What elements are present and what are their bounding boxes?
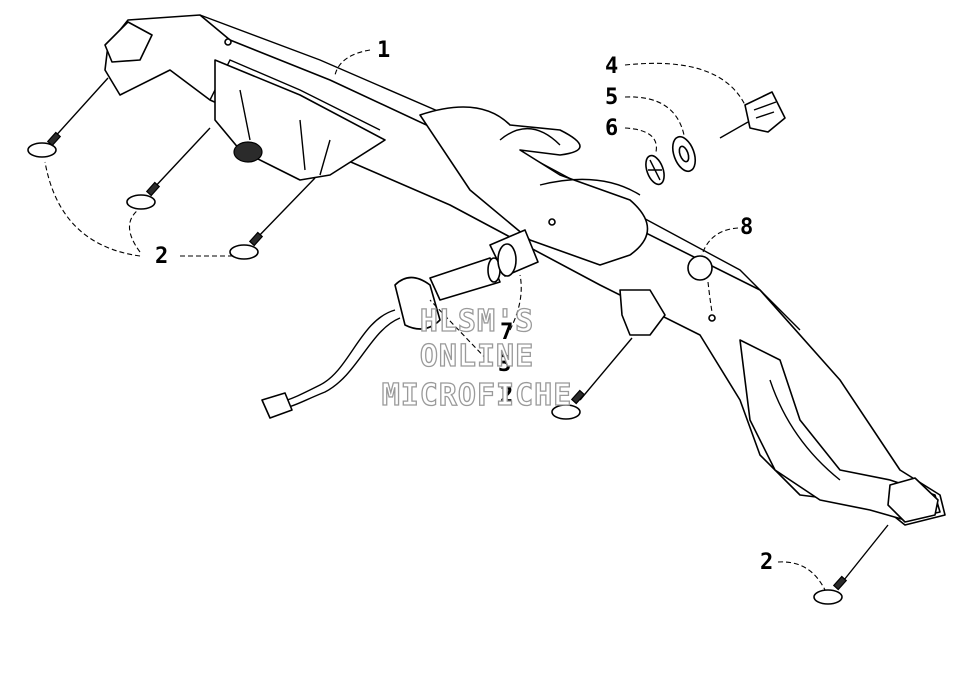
screw-part-2-b [126, 127, 211, 210]
screw-part-2-a [27, 77, 109, 158]
watermark-line-2: ONLINE [420, 339, 534, 374]
leader-lines [44, 49, 826, 591]
dash-housing-part-1 [104, 14, 946, 526]
ignition-switch-part-3 [261, 257, 501, 419]
callout-8: 8 [740, 215, 753, 240]
callout-3: 3 [498, 352, 511, 377]
washer-part-6 [645, 154, 665, 186]
watermark-line-3: MICROFICHE [382, 378, 573, 413]
callout-4: 4 [605, 54, 618, 79]
key-part-4 [719, 91, 786, 139]
screw-part-2-e [813, 524, 889, 605]
screw-part-2-c [229, 177, 316, 260]
screw-part-2-d [551, 337, 633, 420]
nut-part-5 [671, 135, 697, 173]
callout-2-mid: 2 [500, 383, 513, 408]
callout-2-bottom: 2 [760, 550, 773, 575]
callout-1: 1 [377, 38, 390, 63]
callout-2-top: 2 [155, 244, 168, 269]
watermark: HLSM'S ONLINE MICROFICHE [381, 303, 573, 413]
plug-part-8 [687, 255, 713, 281]
switch-sleeve-part-7 [489, 229, 539, 277]
callout-5: 5 [605, 85, 618, 110]
callout-6: 6 [605, 116, 618, 141]
callout-7: 7 [500, 320, 513, 345]
watermark-line-1: HLSM'S [420, 304, 534, 339]
